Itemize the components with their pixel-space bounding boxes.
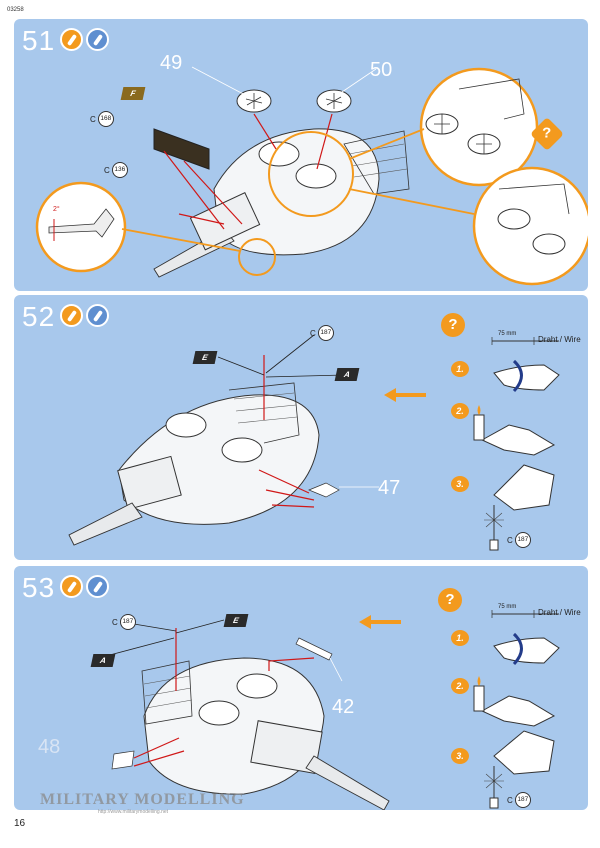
sprue-flag-f: F: [120, 87, 146, 100]
help-icon: ?: [438, 588, 462, 612]
substep-2: 2.: [451, 678, 469, 694]
part-number-47: 47: [378, 477, 401, 499]
substep-3: 3.: [451, 748, 469, 764]
wire-label: Draht / Wire: [538, 608, 581, 617]
paint-icon: [86, 304, 109, 327]
part-number-49: 49: [160, 52, 183, 74]
substep-2: 2.: [451, 403, 469, 419]
step-53-panel: 53: [14, 566, 588, 810]
help-icon: ?: [441, 313, 465, 337]
wire-length-label: 75 mm: [498, 331, 517, 337]
step-51-panel: 51: [14, 19, 588, 291]
turret-rear-drawing: [105, 610, 560, 810]
sprue-flag-a: A: [334, 368, 360, 381]
turret-antenna-drawing: [68, 334, 560, 551]
paint-icon: [86, 575, 109, 598]
sprue-flag-a: A: [90, 654, 116, 667]
glue-icon: [60, 28, 83, 51]
substep-1: 1.: [451, 361, 469, 377]
substep-3: 3.: [451, 476, 469, 492]
paint-icon: [86, 28, 109, 51]
page-number: 16: [14, 818, 26, 829]
document-code: 03258: [7, 7, 24, 13]
watermark-logo: MILITARY MODELLING: [40, 791, 245, 808]
part-number-50: 50: [370, 59, 393, 81]
substep-1: 1.: [451, 630, 469, 646]
step-number: 53: [22, 572, 56, 603]
glue-icon: [60, 304, 83, 327]
turret-assembly-drawing: [35, 66, 588, 286]
part-number-42: 42: [332, 696, 355, 718]
part-number-48: 48: [38, 736, 61, 758]
angle-label: 2°: [53, 206, 60, 213]
step-number: 52: [22, 301, 56, 332]
step-number: 51: [22, 25, 56, 56]
wire-length-label: 75 mm: [498, 604, 517, 610]
sprue-flag-e: E: [192, 351, 218, 364]
watermark-url: http://www.militarymodelling.net: [98, 809, 169, 815]
sprue-flag-e: E: [223, 614, 249, 627]
glue-icon: [60, 575, 83, 598]
step-52-panel: 52: [14, 295, 588, 560]
wire-label: Draht / Wire: [538, 335, 581, 344]
